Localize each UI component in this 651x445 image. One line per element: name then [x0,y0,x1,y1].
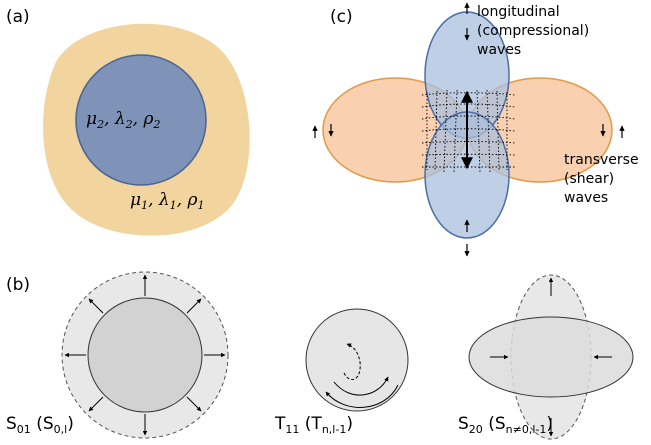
s01-label: S01 (S0,l) [6,414,74,436]
matrix-params: μ1, λ1, ρ1 [130,190,204,212]
mode-s01: S01 (S0,l) [6,271,229,439]
t11-label: T11 (Tn,l-1) [274,414,353,436]
t11-arrow-solid [333,376,389,396]
s20-arrows [490,277,612,437]
s01-inner-circle [87,297,203,413]
transverse-label-3: waves [564,190,608,206]
t11-arrow-solid-2 [325,384,399,408]
panel-b-tag: (b) [6,275,30,295]
longitudinal-label-3: waves [477,42,521,58]
panel-c-tag: (c) [330,7,353,27]
inclusion-circle [75,54,207,186]
longitudinal-label-1: longitudinal [477,4,560,20]
panel-b: (b) S01 (S0,l) T11 (Tn,l-1) [6,271,634,440]
transverse-label-1: transverse [564,152,639,168]
s20-horizontal-ellipse [468,316,634,398]
transverse-label-2: (shear) [564,171,614,187]
panel-a: (a) μ2, λ2, ρ2 μ1, λ1, ρ1 [6,7,250,236]
inclusion-params: μ2, λ2, ρ2 [86,109,160,131]
panel-c: (c) [312,2,639,257]
longitudinal-label-2: (compressional) [477,23,589,39]
s01-radial-arrows [64,274,226,436]
t11-arrow-dashed [343,343,361,381]
s20-overlap [513,319,589,395]
mode-t11: T11 (Tn,l-1) [274,308,409,436]
t11-circle [305,308,409,412]
mode-s20: S20 (Sn≠0,l-1) [458,274,634,440]
panel-a-tag: (a) [6,7,30,27]
s20-label: S20 (Sn≠0,l-1) [458,414,553,436]
